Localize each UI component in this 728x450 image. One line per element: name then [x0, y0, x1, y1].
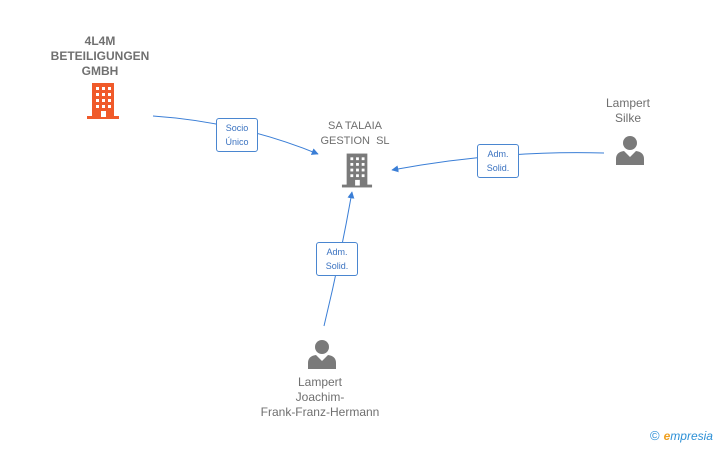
edge-adm-silke-line-2: Solid.	[486, 163, 510, 173]
edge-label-adm-silke[interactable]: Adm. Solid.	[477, 144, 519, 178]
node-sa-talaia-line-1: SA TALAIA	[327, 120, 382, 132]
empresia-brand[interactable]: © empresia	[650, 428, 713, 443]
node-4l4m-line-3: GMBH	[81, 64, 119, 78]
brand-initial: e	[663, 428, 671, 443]
node-joachim-line-2: Joachim-	[295, 390, 345, 404]
copyright-icon: ©	[650, 428, 660, 443]
node-sa-talaia-label[interactable]: SA TALAIA GESTION SL	[290, 119, 420, 149]
brand-logo: empresia	[664, 429, 713, 443]
person-icon[interactable]	[307, 339, 337, 369]
person-icon[interactable]	[615, 135, 645, 165]
edge-adm-joachim-line-2: Solid.	[325, 261, 349, 271]
node-silke-line-2: Silke	[614, 111, 641, 125]
edge-socio-unico-line-1: Socio	[225, 123, 249, 133]
node-4l4m-label[interactable]: 4L4M BETEILIGUNGEN GMBH	[30, 34, 170, 79]
building-icon[interactable]	[341, 153, 373, 188]
node-4l4m-line-2: BETEILIGUNGEN	[50, 49, 150, 63]
node-silke-line-1: Lampert	[605, 96, 651, 110]
node-joachim-label[interactable]: Lampert Joachim- Frank-Franz-Hermann	[240, 375, 400, 420]
edge-label-adm-joachim[interactable]: Adm. Solid.	[316, 242, 358, 276]
node-4l4m-line-1: 4L4M	[84, 34, 116, 48]
edge-socio-unico-line-2: Único	[225, 137, 249, 147]
node-silke-label[interactable]: Lampert Silke	[578, 96, 678, 126]
building-icon[interactable]	[86, 83, 120, 119]
edge-adm-silke-line-1: Adm.	[487, 149, 509, 159]
node-joachim-line-3: Frank-Franz-Hermann	[260, 405, 380, 419]
edge-label-socio-unico[interactable]: Socio Único	[216, 118, 258, 152]
edge-adm-joachim-line-1: Adm.	[326, 247, 348, 257]
node-joachim-line-1: Lampert	[297, 375, 343, 389]
brand-rest: mpresia	[670, 428, 713, 443]
node-sa-talaia-line-2: GESTION SL	[320, 135, 390, 147]
